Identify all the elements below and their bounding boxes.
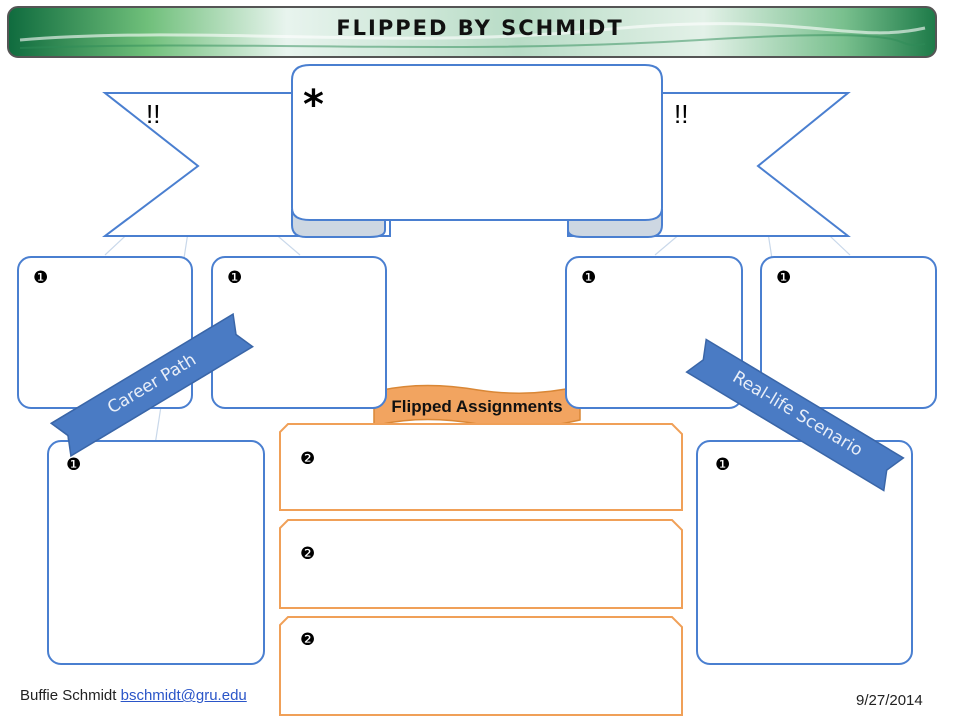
- lower-right-box: ❶: [696, 440, 913, 665]
- banner-right-mark: !!: [674, 99, 689, 129]
- assignment-2-marker: ❷: [300, 544, 316, 564]
- top-box-4: ❶: [760, 256, 937, 409]
- lower-left-box-marker: ❶: [66, 455, 82, 475]
- top-box-3-marker: ❶: [581, 268, 597, 288]
- top-box-2-marker: ❶: [227, 268, 243, 288]
- banner-left-mark: !!: [146, 99, 161, 129]
- footer-author: Buffie Schmidt: [20, 687, 117, 704]
- flipped-assignments-title: Flipped Assignments: [391, 397, 563, 416]
- assignment-box-1: [279, 423, 683, 511]
- lower-right-box-marker: ❶: [715, 455, 731, 475]
- assignment-box-3: [279, 616, 683, 716]
- top-box-4-marker: ❶: [776, 268, 792, 288]
- page-title: FLIPPED BY SCHMIDT: [336, 16, 624, 40]
- top-box-2: ❶: [211, 256, 387, 409]
- banner-main: [291, 64, 663, 221]
- lower-left-box: ❶: [47, 440, 265, 665]
- top-box-1-marker: ❶: [33, 268, 49, 288]
- footer-email-link[interactable]: bschmidt@gru.edu: [120, 687, 247, 704]
- footer-date: 9/27/2014: [856, 692, 923, 709]
- header-bar: [7, 6, 937, 58]
- assignment-1-marker: ❷: [300, 449, 316, 469]
- footer-credit: Buffie Schmidt bschmidt@gru.edu: [20, 687, 247, 704]
- flipped-assignments-label-shape: [373, 384, 581, 428]
- top-box-3: ❶: [565, 256, 743, 409]
- banner-star: *: [303, 82, 324, 128]
- assignment-3-marker: ❷: [300, 630, 316, 650]
- assignment-box-2: [279, 519, 683, 609]
